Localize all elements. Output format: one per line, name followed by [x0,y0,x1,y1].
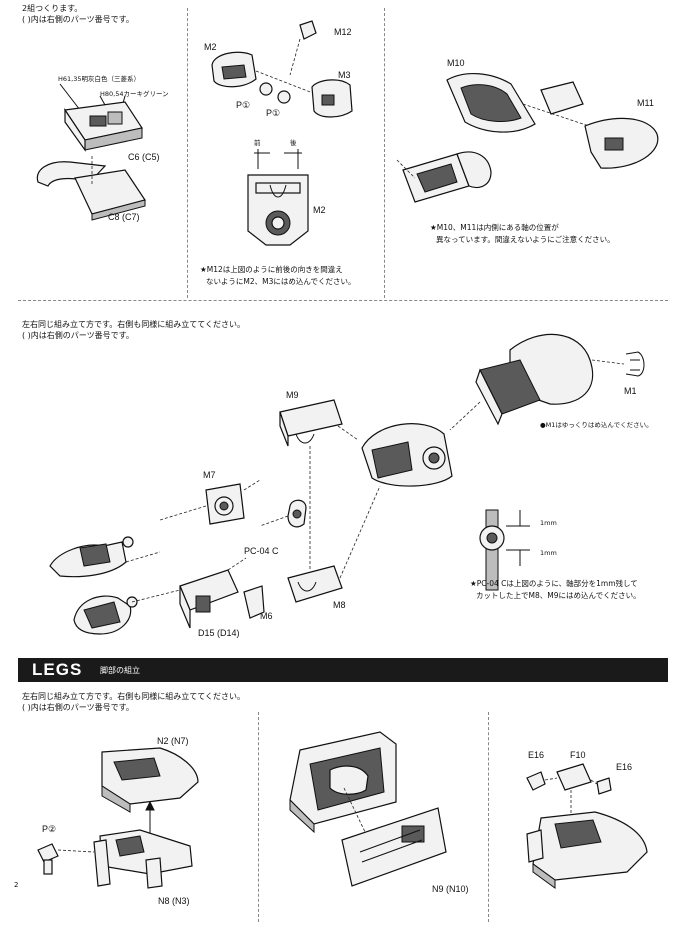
label-m8: M8 [333,600,346,610]
dim-1mm-b: 1mm [540,549,557,557]
label-p2: P② [42,824,57,834]
color-note-1: H61,35明灰白色（三菱系） [58,75,140,83]
label-p1a: P① [236,100,251,110]
figure-arm-assembly [49,333,645,635]
arm-line-1: 左右同じ組み立て方です。右側も同様に組み立ててください。 [22,320,245,329]
front-mark: 前 [254,139,261,147]
label-c6: C6 (C5) [128,152,160,162]
label-m1: M1 [624,386,637,396]
color-note-2: H80,54カーキグリーン [100,90,169,98]
label-n9: N9 (N10) [432,884,469,894]
label-m6: M6 [260,611,273,621]
divider-legs-2 [488,712,489,922]
label-pc04: PC-04 C [244,546,279,556]
m10-note-2: 異なっています。間違えないようにご注意ください。 [436,235,615,244]
label-m2: M2 [204,42,217,52]
figure-m10-m11 [396,73,659,203]
figure-n2-n8 [37,747,199,889]
m10-note-1: ★M10、M11は内側にある軸の位置が [430,223,559,232]
margin-mark: 2 [14,881,19,889]
dim-1mm-a: 1mm [540,519,557,527]
label-f10: F10 [570,750,586,760]
label-c8: C8 (C7) [108,212,140,222]
divider-legs-1 [258,712,259,922]
pc04-note-2: カットした上でM8、M9にはめ込んでください。 [476,591,641,600]
m1-note: ●M1はゆっくりはめ込んでください。 [540,421,653,429]
label-e16b: E16 [616,762,633,772]
section-divider [18,300,668,301]
legs-line-2: ( )内は右側のパーツ番号です。 [22,703,134,712]
figure-m2-m3-m12 [211,20,353,118]
divider-top-2 [384,8,385,298]
figure-m2-orientation [247,149,309,246]
label-m3: M3 [338,70,351,80]
intro-line-1: 2組つくります。 [22,4,83,13]
legs-line-1: 左右同じ組み立て方です。右側も同様に組み立ててください。 [22,692,245,701]
label-p1b: P① [266,108,281,118]
label-m12: M12 [334,27,352,37]
m12-note-2: ないようにM2、M3にはめ込んでください。 [206,277,356,286]
legs-title: LEGS [32,660,83,679]
m12-note-1: ★M12は上図のように前後の向きを間違え [200,265,343,274]
back-mark: 後 [290,139,297,147]
divider-top-1 [187,8,188,298]
figure-foot [526,763,648,889]
label-n2: N2 (N7) [157,736,189,746]
label-m9: M9 [286,390,299,400]
label-m7: M7 [203,470,216,480]
pc04-note-1: ★PC-04 Cは上図のように、軸部分を1mm残して [470,579,638,588]
label-d15: D15 (D14) [198,628,240,638]
label-m10: M10 [447,58,465,68]
legs-header-bar: LEGS 脚部の組立 [18,658,668,682]
figure-n9 [289,731,447,887]
label-e16a: E16 [528,750,545,760]
label-m11: M11 [637,98,654,108]
label-n8: N8 (N3) [158,896,190,906]
figure-c6-c8 [36,83,146,221]
label-m2-b: M2 [313,205,326,215]
arm-line-2: ( )内は右側のパーツ番号です。 [22,331,134,340]
legs-subtitle: 脚部の組立 [100,666,140,675]
intro-line-2: ( )内は右側のパーツ番号です。 [22,15,134,24]
